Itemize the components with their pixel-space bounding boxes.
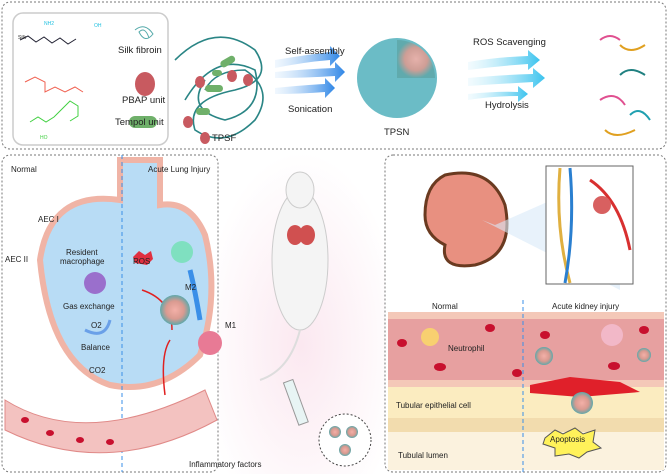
- tpsf-units: [183, 55, 253, 144]
- blood-vessel: [388, 312, 664, 387]
- alveolus: [36, 157, 215, 390]
- balance-arrow: [84, 319, 112, 335]
- tpsn-kidney: [571, 392, 593, 414]
- polarization-arrow: [187, 269, 203, 321]
- apoptosis-label: Apoptosis: [550, 435, 586, 444]
- lung-normal-label: Normal: [11, 165, 37, 174]
- legend-box: [12, 12, 169, 146]
- silk-structure: [19, 35, 77, 45]
- chem-silk-label: Silk: [18, 35, 27, 41]
- legend-tempol-unit: Tempol unit: [115, 117, 164, 128]
- o2-label: O2: [91, 321, 102, 330]
- m2-label: M2: [185, 283, 197, 292]
- m1-label: M1: [225, 321, 237, 330]
- chem-oh-label: OH: [94, 23, 102, 29]
- resident-macrophage-label-1: Resident: [66, 248, 98, 257]
- tpsf-network: [174, 36, 264, 139]
- gas-exchange-label: Gas exchange: [63, 302, 115, 311]
- tempol-structure: [29, 100, 79, 123]
- chem-nh2-label: NH2: [44, 21, 55, 27]
- tubular-epithelial-cell-label: Tubular epithelial cell: [396, 401, 471, 410]
- tubular-lumen-label: Tubulal lumen: [398, 451, 448, 460]
- ros-scavenging-arrows: [468, 50, 545, 102]
- apoptosis-burst: [542, 427, 603, 459]
- kidney-normal-label: Normal: [432, 302, 458, 311]
- tpsn-lung: [160, 295, 190, 325]
- pbap-icon: [135, 72, 155, 96]
- ros-label: ROS: [133, 257, 151, 266]
- hydrolyzed-fragments: [599, 35, 651, 136]
- tempol-icon: [129, 116, 157, 128]
- self-assembly-label: Self-assembly: [285, 46, 345, 57]
- ros-burst: [133, 251, 153, 265]
- red-blood-cells: [21, 417, 114, 445]
- capillary: [4, 389, 218, 454]
- legend-silk-fibroin: Silk fibroin: [118, 45, 162, 56]
- co2-label: CO2: [89, 366, 106, 375]
- kidney-injury-label: Acute kidney injury: [552, 302, 620, 311]
- lung-injury-label: Acute Lung Injury: [148, 165, 211, 174]
- tpsn-label: TPSN: [384, 127, 410, 138]
- silk-fibroin-icon: [134, 26, 154, 39]
- resident-macrophage-icon: [84, 272, 106, 294]
- resident-macrophage-label-2: macrophage: [60, 257, 105, 266]
- neutrophil-icon: [421, 328, 439, 346]
- tubular-lumen-area: [388, 432, 664, 470]
- kidney-icon: [423, 171, 509, 268]
- kidney-rbc: [397, 324, 649, 377]
- aec2-label: AEC II: [5, 255, 29, 264]
- syringe-illustration: [282, 378, 372, 467]
- tpsf-label: TPSF: [212, 133, 237, 144]
- aec1-label: AEC I: [38, 215, 59, 224]
- m1-macrophage-icon: [198, 331, 222, 355]
- chem-ho-label: HO: [40, 135, 48, 141]
- m2-macrophage-icon: [171, 241, 193, 263]
- inflammatory-factors-label: Inflammatory factors: [189, 460, 262, 469]
- sonication-label: Sonication: [288, 104, 333, 115]
- neutrophil-label: Neutrophil: [448, 344, 485, 353]
- legend-pbap-unit: PBAP unit: [122, 95, 166, 106]
- hydrolysis-label: Hydrolysis: [485, 100, 529, 111]
- self-assembly-arrows: [275, 46, 345, 98]
- mouse-illustration: [259, 171, 329, 381]
- balance-label: Balance: [81, 343, 110, 352]
- pbap-structure: [24, 76, 84, 93]
- ros-scavenging-label: ROS Scavenging: [473, 37, 546, 48]
- damaged-endothelium: [530, 377, 640, 397]
